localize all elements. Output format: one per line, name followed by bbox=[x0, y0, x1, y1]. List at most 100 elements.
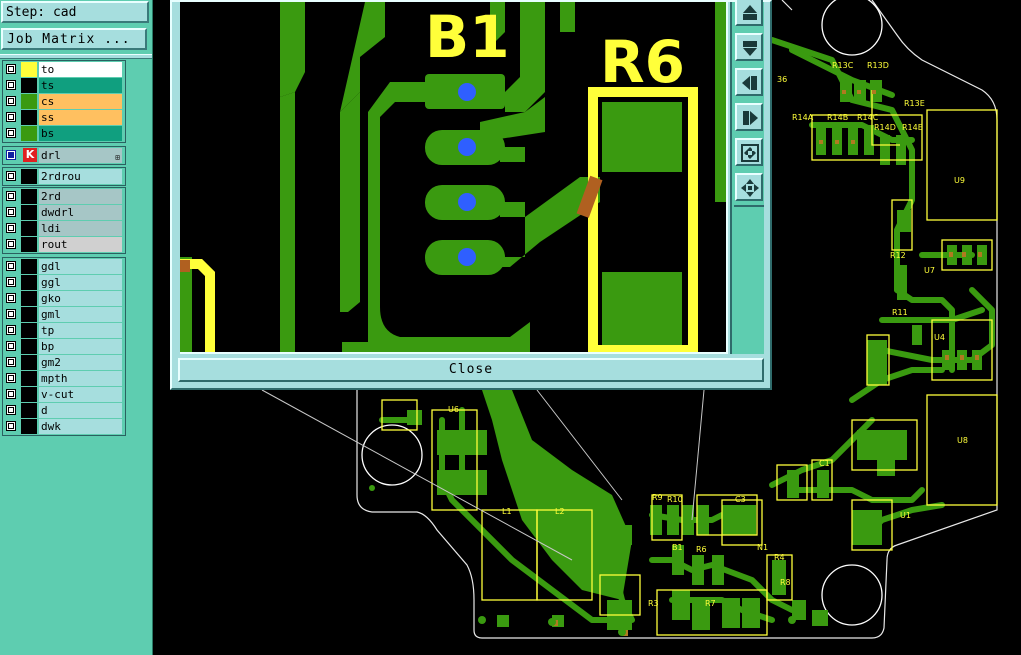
layer-name[interactable]: to bbox=[39, 62, 122, 77]
layer-name[interactable]: ts bbox=[39, 78, 122, 93]
layer-color-swatch[interactable] bbox=[21, 291, 37, 306]
layer-color-swatch[interactable] bbox=[21, 169, 37, 184]
job-matrix-button[interactable]: Job Matrix ... bbox=[1, 28, 147, 50]
layer-checkbox[interactable] bbox=[6, 191, 16, 201]
layer-name[interactable]: ggl bbox=[39, 275, 122, 290]
layer-name[interactable]: d bbox=[39, 403, 122, 418]
layer-name[interactable]: gko bbox=[39, 291, 122, 306]
layer-name[interactable]: gm2 bbox=[39, 355, 122, 370]
layer-color-swatch[interactable] bbox=[21, 387, 37, 402]
layer-row-mpth[interactable]: mpth bbox=[3, 371, 125, 386]
layer-checkbox[interactable] bbox=[6, 261, 16, 271]
layer-row-bp[interactable]: bp bbox=[3, 339, 125, 354]
move-left-button[interactable] bbox=[735, 68, 763, 96]
layer-name[interactable]: 2rd bbox=[39, 189, 122, 204]
layer-row-gdl[interactable]: gdl bbox=[3, 259, 125, 274]
layer-checkbox[interactable] bbox=[6, 277, 16, 287]
layer-checkbox[interactable] bbox=[6, 80, 16, 90]
layer-row-to[interactable]: to bbox=[3, 62, 125, 77]
layer-row-gml[interactable]: gml bbox=[3, 307, 125, 322]
layer-color-swatch[interactable] bbox=[21, 62, 37, 77]
panel-divider bbox=[0, 54, 152, 59]
layer-color-swatch[interactable] bbox=[21, 78, 37, 93]
pan-button[interactable] bbox=[735, 173, 763, 201]
layer-name[interactable]: drl⊞ bbox=[39, 148, 122, 163]
layer-row-ldi[interactable]: ldi bbox=[3, 221, 125, 236]
layer-name[interactable]: gdl bbox=[39, 259, 122, 274]
expand-icon[interactable]: ⊞ bbox=[115, 153, 120, 162]
layer-checkbox[interactable] bbox=[6, 357, 16, 367]
layer-checkbox[interactable] bbox=[6, 112, 16, 122]
layer-row-ss[interactable]: ss bbox=[3, 110, 125, 125]
move-right-button[interactable] bbox=[735, 103, 763, 131]
layer-row-d[interactable]: d bbox=[3, 403, 125, 418]
layer-name[interactable]: ss bbox=[39, 110, 122, 125]
layer-row-cs[interactable]: cs bbox=[3, 94, 125, 109]
layer-name[interactable]: bs bbox=[39, 126, 122, 141]
layer-row-dwdrl[interactable]: dwdrl bbox=[3, 205, 125, 220]
layer-name[interactable]: tp bbox=[39, 323, 122, 338]
layer-name[interactable]: 2rdrou bbox=[39, 169, 122, 184]
pcb-board-view[interactable]: R13C R13D R13E R14A R14B R14C R14D R14E … bbox=[152, 0, 1021, 655]
layer-color-swatch[interactable] bbox=[21, 205, 37, 220]
layer-row-gko[interactable]: gko bbox=[3, 291, 125, 306]
move-down-button[interactable] bbox=[735, 33, 763, 61]
layer-color-swatch[interactable] bbox=[21, 419, 37, 434]
layer-color-swatch[interactable] bbox=[21, 237, 37, 252]
layer-checkbox[interactable] bbox=[6, 421, 16, 431]
layer-name[interactable]: cs bbox=[39, 94, 122, 109]
layer-checkbox[interactable] bbox=[6, 373, 16, 383]
layer-checkbox[interactable] bbox=[6, 171, 16, 181]
layer-checkbox[interactable] bbox=[6, 341, 16, 351]
layer-name[interactable]: mpth bbox=[39, 371, 122, 386]
move-up-button[interactable] bbox=[735, 0, 763, 26]
layer-row-ggl[interactable]: ggl bbox=[3, 275, 125, 290]
layer-name[interactable]: dwdrl bbox=[39, 205, 122, 220]
layer-color-swatch[interactable] bbox=[21, 339, 37, 354]
layer-name[interactable]: gml bbox=[39, 307, 122, 322]
fit-zoom-button[interactable] bbox=[735, 138, 763, 166]
layer-checkbox[interactable] bbox=[6, 389, 16, 399]
layer-checkbox[interactable] bbox=[6, 405, 16, 415]
layer-checkbox[interactable] bbox=[6, 128, 16, 138]
layer-row-2rdrou[interactable]: 2rdrou bbox=[3, 169, 125, 184]
layer-color-swatch[interactable] bbox=[21, 323, 37, 338]
layer-checkbox[interactable] bbox=[6, 207, 16, 217]
layer-row-dwk[interactable]: dwk bbox=[3, 419, 125, 434]
layer-row-rout[interactable]: rout bbox=[3, 237, 125, 252]
layer-name[interactable]: v-cut bbox=[39, 387, 122, 402]
layer-color-swatch[interactable] bbox=[21, 371, 37, 386]
layer-checkbox[interactable] bbox=[6, 239, 16, 249]
layer-row-2rd[interactable]: 2rd bbox=[3, 189, 125, 204]
layer-checkbox[interactable] bbox=[6, 223, 16, 233]
layer-checkbox[interactable] bbox=[6, 150, 16, 160]
layer-color-swatch[interactable] bbox=[21, 189, 37, 204]
layer-row-bs[interactable]: bs bbox=[3, 126, 125, 141]
layer-checkbox[interactable] bbox=[6, 309, 16, 319]
layer-color-swatch[interactable] bbox=[21, 126, 37, 141]
layer-checkbox[interactable] bbox=[6, 325, 16, 335]
layer-checkbox[interactable] bbox=[6, 293, 16, 303]
layer-color-swatch[interactable] bbox=[21, 110, 37, 125]
layer-row-ts[interactable]: ts bbox=[3, 78, 125, 93]
layer-color-swatch[interactable] bbox=[21, 355, 37, 370]
layer-color-swatch[interactable] bbox=[21, 275, 37, 290]
close-button[interactable]: Close bbox=[178, 358, 764, 382]
layer-color-swatch[interactable] bbox=[21, 403, 37, 418]
layer-row-gm2[interactable]: gm2 bbox=[3, 355, 125, 370]
layer-name[interactable]: dwk bbox=[39, 419, 122, 434]
zoom-view[interactable]: B1 R6 bbox=[180, 2, 728, 354]
layer-color-swatch[interactable] bbox=[21, 94, 37, 109]
layer-checkbox[interactable] bbox=[6, 96, 16, 106]
layer-name[interactable]: rout bbox=[39, 237, 122, 252]
layer-color-swatch[interactable] bbox=[21, 307, 37, 322]
layer-name[interactable]: ldi bbox=[39, 221, 122, 236]
layer-row-v-cut[interactable]: v-cut bbox=[3, 387, 125, 402]
layer-row-tp[interactable]: tp bbox=[3, 323, 125, 338]
layer-name[interactable]: bp bbox=[39, 339, 122, 354]
step-selector[interactable]: Step: cad bbox=[1, 1, 149, 23]
layer-color-swatch[interactable] bbox=[21, 221, 37, 236]
layer-checkbox[interactable] bbox=[6, 64, 16, 74]
layer-color-swatch[interactable] bbox=[21, 259, 37, 274]
